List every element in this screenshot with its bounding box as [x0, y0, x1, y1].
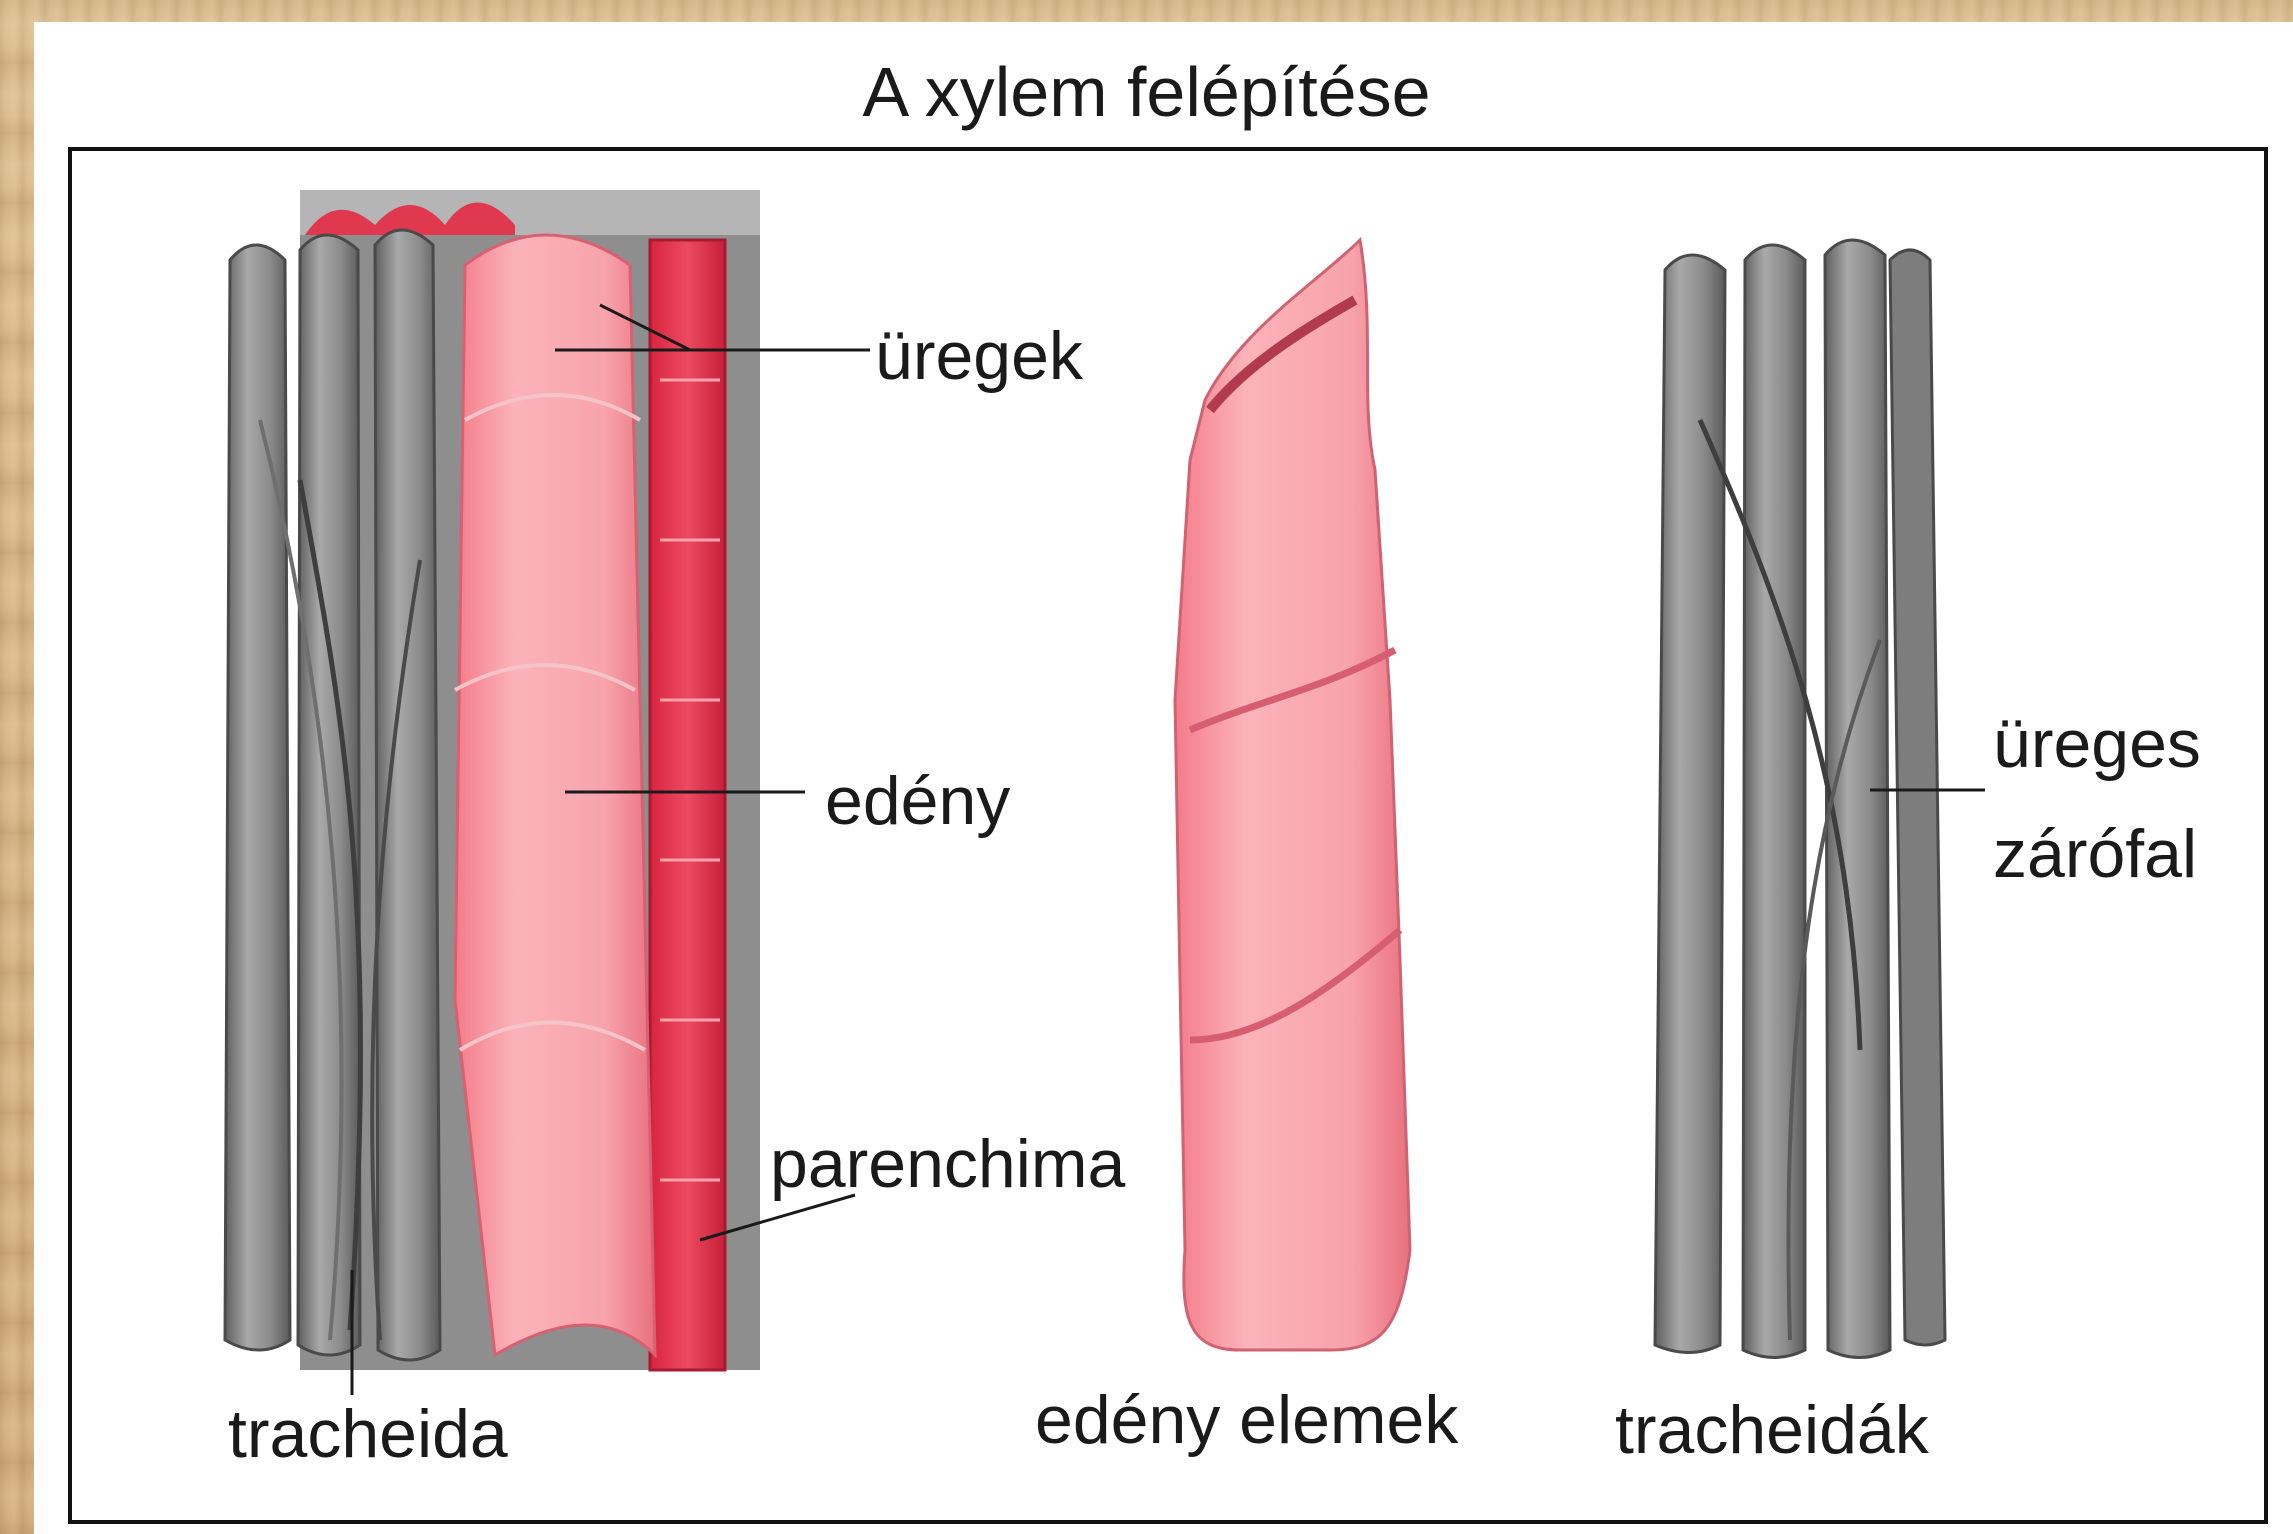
label-edeny-elemek: edény elemek	[1035, 1386, 1458, 1454]
label-edeny: edény	[825, 767, 1010, 835]
label-tracheidak: tracheidák	[1615, 1396, 1929, 1464]
vessel	[455, 235, 655, 1355]
parenchyma-strip	[650, 240, 725, 1370]
label-uregek: üregek	[875, 322, 1083, 390]
right-tracheids	[1655, 240, 1945, 1358]
label-parenchima: parenchima	[770, 1130, 1125, 1198]
tracheid-tubes	[225, 230, 440, 1360]
left-xylem-block	[225, 190, 760, 1370]
middle-vessel-element	[1175, 240, 1410, 1350]
label-ureges: üreges	[1993, 710, 2201, 778]
label-tracheida: tracheida	[228, 1400, 508, 1468]
label-zarofal: zárófal	[1993, 820, 2197, 888]
